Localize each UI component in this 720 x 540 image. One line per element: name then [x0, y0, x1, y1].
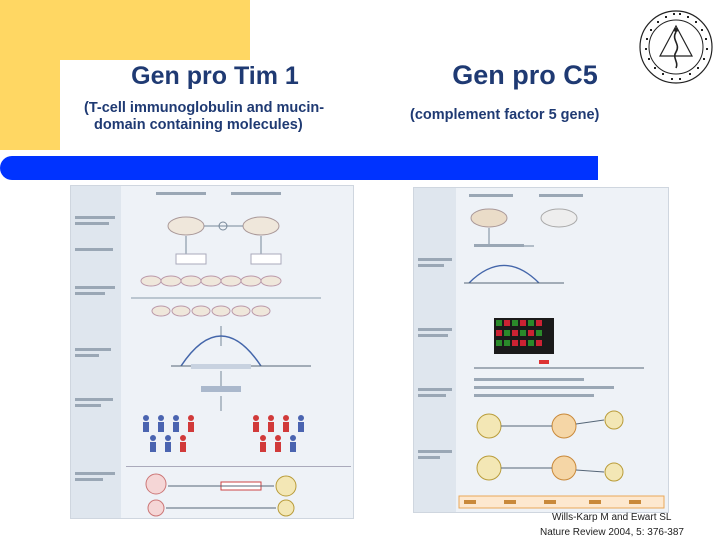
left-subtitle-line2: domain containing molecules) — [94, 117, 303, 133]
c5-figure — [413, 187, 669, 513]
title-divider-bar — [0, 156, 598, 180]
left-title: Gen pro Tim 1 — [131, 62, 299, 90]
tim1-figure — [70, 185, 354, 519]
right-title: Gen pro C5 — [452, 60, 598, 90]
left-subtitle: (T-cell immunoglobulin and mucin- domain… — [84, 100, 374, 134]
right-subtitle: (complement factor 5 gene) — [410, 107, 600, 123]
citation-journal: Nature Review 2004, 5: 376-387 — [540, 527, 684, 538]
left-subtitle-line1: (T-cell immunoglobulin and mucin- — [84, 100, 325, 116]
citation-authors: Wills-Karp M and Ewart SL — [552, 512, 672, 523]
university-seal-icon — [639, 10, 713, 84]
